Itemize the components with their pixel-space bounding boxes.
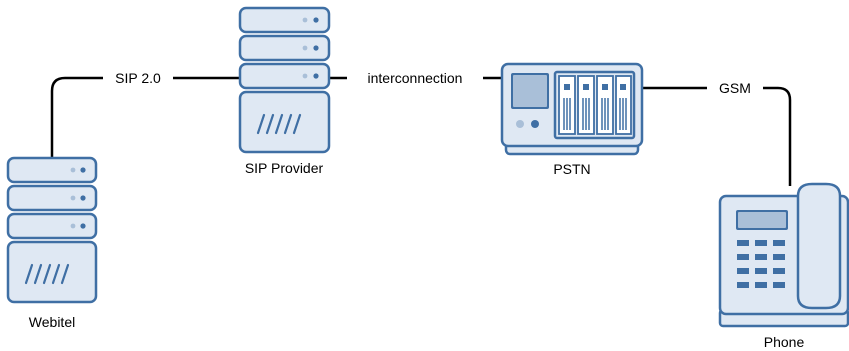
exchange-card-slots (558, 75, 632, 135)
node-label-phone: Phone (764, 334, 805, 350)
node-sip-provider: SIP Provider (238, 6, 331, 176)
server-icon (238, 6, 331, 154)
handset-icon (796, 182, 842, 310)
node-pstn: PSTN (500, 62, 644, 177)
edge-label-gsm: GSM (719, 80, 751, 96)
node-label-sip-provider: SIP Provider (245, 160, 324, 176)
edge-label-sip: SIP 2.0 (115, 70, 161, 86)
server-icon (6, 156, 98, 304)
telephone-exchange-icon (500, 62, 644, 156)
edge-webitel-sip-provider: SIP 2.0 (50, 68, 240, 158)
node-label-pstn: PSTN (553, 161, 590, 177)
edge-sip-provider-pstn: interconnection (329, 68, 502, 88)
desk-phone-icon (718, 182, 849, 328)
node-phone: Phone (718, 182, 849, 350)
keypad (737, 240, 785, 288)
edge-label-interconnection: interconnection (368, 70, 463, 86)
edge-pstn-phone: GSM (642, 78, 792, 186)
node-label-webitel: Webitel (29, 314, 75, 330)
node-webitel: Webitel (6, 156, 98, 330)
